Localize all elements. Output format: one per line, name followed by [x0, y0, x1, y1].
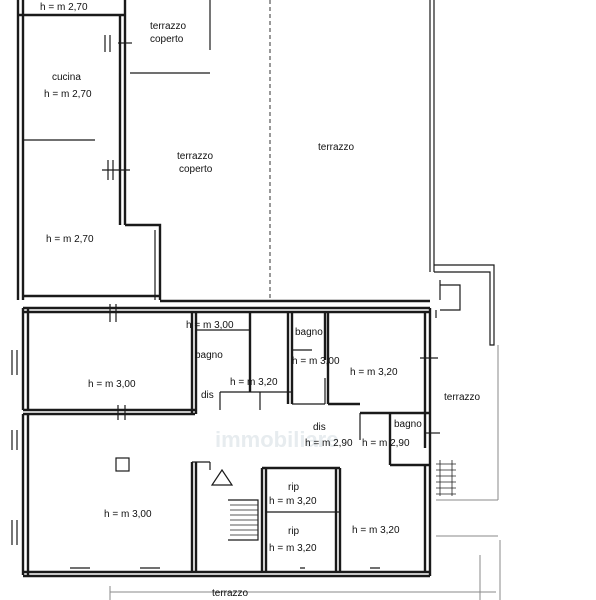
label-terrazzo-coperto-mid-2: coperto: [179, 164, 213, 175]
label-dis-center: dis: [313, 422, 326, 433]
watermark-logo: immobiliare: [215, 427, 338, 452]
label-room-left-mid-height: h = m 2,70: [46, 234, 94, 245]
label-terrazzo-right: terrazzo: [444, 392, 481, 403]
lower-walls: [11, 414, 496, 600]
right-terrazzo-walls: [434, 264, 501, 600]
label-terrazzo-coperto-mid-1: terrazzo: [177, 151, 214, 162]
label-bagno-right: bagno: [394, 419, 422, 430]
label-room-left-middle-height: h = m 3,00: [88, 379, 136, 390]
label-bagno-center: bagno: [295, 327, 323, 338]
label-terrazzo-bottom: terrazzo: [212, 588, 249, 599]
room-labels: h = m 2,70 terrazzo coperto cucina h = m…: [40, 2, 481, 599]
label-dis-center-height: h = m 2,90: [305, 438, 353, 449]
label-cucina-name: cucina: [52, 72, 81, 83]
label-bagno-right-height: h = m 2,90: [362, 438, 410, 449]
label-bagno-left: bagno: [195, 350, 223, 361]
label-rip-lower-height: h = m 3,20: [269, 543, 317, 554]
label-corridor-height: h = m 3,00: [186, 320, 234, 331]
label-bagno-center-height: h = m 3,00: [292, 356, 340, 367]
pillar-square: [115, 457, 130, 472]
middle-walls: [11, 304, 440, 467]
label-terrazzo-coperto-top-2: coperto: [150, 34, 184, 45]
label-room-right-upper-height: h = m 3,20: [350, 367, 398, 378]
upper-walls: [16, 0, 435, 303]
label-rip-upper: rip: [288, 482, 300, 493]
label-room-bottom-left-height: h = m 3,00: [104, 509, 152, 520]
label-room-bottom-right-height: h = m 3,20: [352, 525, 400, 536]
label-terrazzo-upper-right: terrazzo: [318, 142, 355, 153]
label-room-top-left-height: h = m 2,70: [40, 2, 88, 13]
label-rip-lower: rip: [288, 526, 300, 537]
label-room-center-height: h = m 3,20: [230, 377, 278, 388]
label-dis-left: dis: [201, 390, 214, 401]
label-rip-upper-height: h = m 3,20: [269, 496, 317, 507]
label-terrazzo-coperto-top-1: terrazzo: [150, 21, 187, 32]
label-cucina-height: h = m 2,70: [44, 89, 92, 100]
